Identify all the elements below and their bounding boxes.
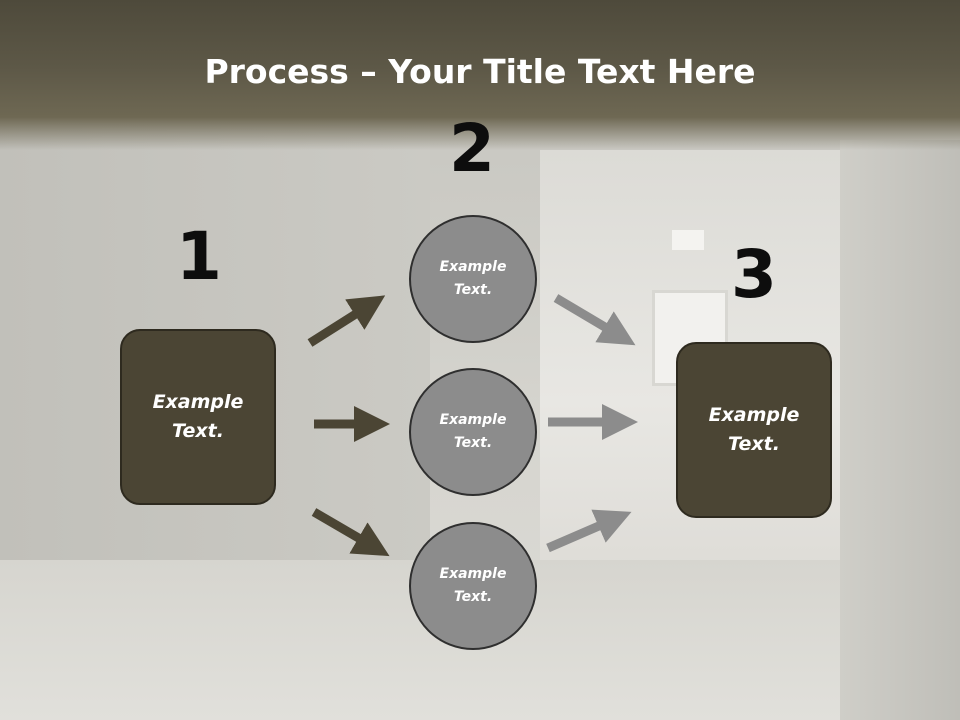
circle-middle-label: Example Text.: [439, 412, 507, 451]
step-3-box: Example Text.: [676, 342, 832, 518]
arrow-1-to-top: [307, 295, 386, 347]
step-2-circle-middle: Example Text.: [409, 368, 537, 496]
title-bold: Process: [204, 52, 349, 91]
step-2-circle-top: Example Text.: [409, 215, 537, 343]
step-number-3: 3: [731, 236, 777, 313]
step-number-1: 1: [176, 218, 222, 295]
step-2-circle-bottom: Example Text.: [409, 522, 537, 650]
step-3-label: Example Text.: [708, 404, 800, 455]
circle-bottom-label: Example Text.: [439, 566, 507, 605]
arrow-1-to-bottom: [311, 508, 390, 557]
step-1-box: Example Text.: [120, 329, 276, 505]
arrow-top-to-3: [553, 294, 636, 346]
slide-title: Process – Your Title Text Here: [0, 52, 960, 91]
step-number-2: 2: [449, 110, 495, 187]
arrow-bottom-to-3: [546, 509, 632, 553]
header-band: [0, 0, 960, 150]
circle-top-label: Example Text.: [439, 259, 507, 298]
title-rest: – Your Title Text Here: [348, 52, 756, 91]
step-1-label: Example Text.: [152, 391, 244, 442]
